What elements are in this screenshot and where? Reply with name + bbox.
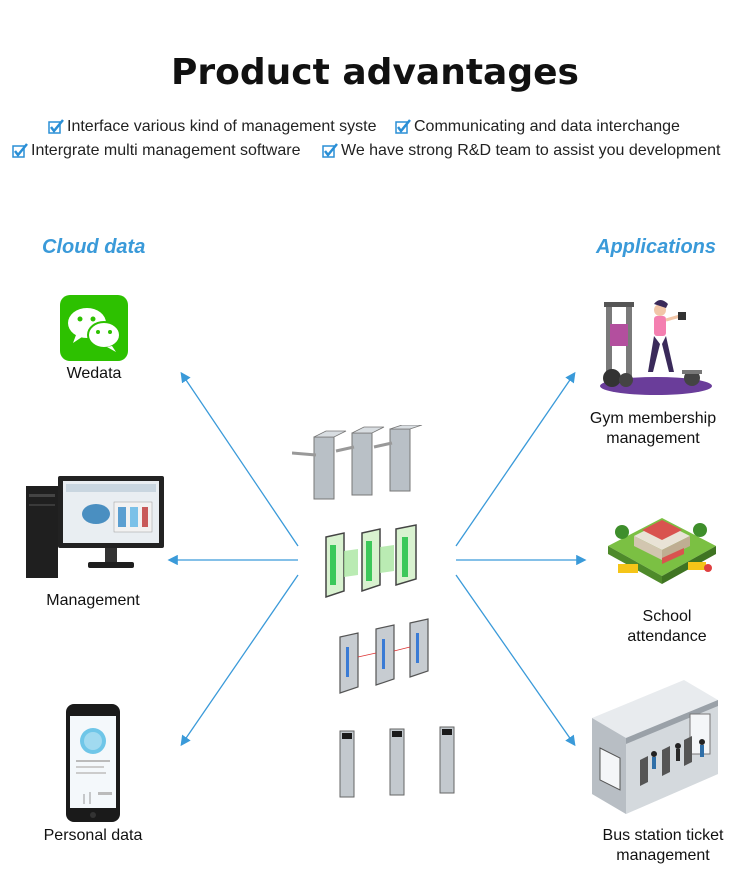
check-icon: [12, 143, 28, 158]
bus-station-icon: [592, 680, 718, 814]
desktop-computer-icon: [26, 476, 164, 578]
arrow-to-bus-station: [455, 574, 576, 747]
arrow-to-wedata: [180, 371, 299, 547]
bus-station-label: Bus station ticket management: [602, 827, 724, 864]
check-icon: [48, 119, 64, 134]
wechat-icon: [60, 295, 128, 361]
turnstile-icon: [292, 425, 455, 798]
check-icon: [395, 119, 411, 134]
cloud-data-heading: Cloud data: [42, 236, 146, 258]
flap-gate: [325, 524, 417, 599]
feature-label: We have strong R&D team to assist you de…: [341, 142, 721, 159]
feature-label: Interface various kind of management sys…: [67, 118, 377, 135]
arrow-to-gym: [455, 371, 576, 547]
feature-label: Intergrate multi management software: [31, 142, 301, 159]
gym-membership-label: Gym membership management: [589, 410, 717, 447]
check-icon: [322, 143, 338, 158]
feature-item: Intergrate multi management software: [12, 142, 300, 160]
feature-item: Communicating and data interchange: [395, 118, 680, 136]
personal-data-label: Personal data: [43, 827, 143, 844]
feature-label: Communicating and data interchange: [414, 118, 680, 135]
gym-icon: [600, 300, 712, 395]
wedata-label: Wedata: [66, 365, 122, 382]
management-label: Management: [46, 592, 140, 609]
arrow-to-personal-data: [180, 574, 299, 747]
feature-item: We have strong R&D team to assist you de…: [322, 142, 720, 160]
school-attendance-label: School attendance: [627, 608, 707, 645]
smartphone-icon: [66, 704, 120, 822]
school-icon: [608, 518, 716, 584]
applications-heading: Applications: [596, 236, 717, 258]
tripod-turnstile: [292, 425, 423, 500]
swing-gate: [339, 618, 429, 694]
speed-gate: [339, 726, 455, 798]
page-title: Product advantages: [171, 52, 579, 93]
feature-item: Interface various kind of management sys…: [48, 118, 377, 136]
